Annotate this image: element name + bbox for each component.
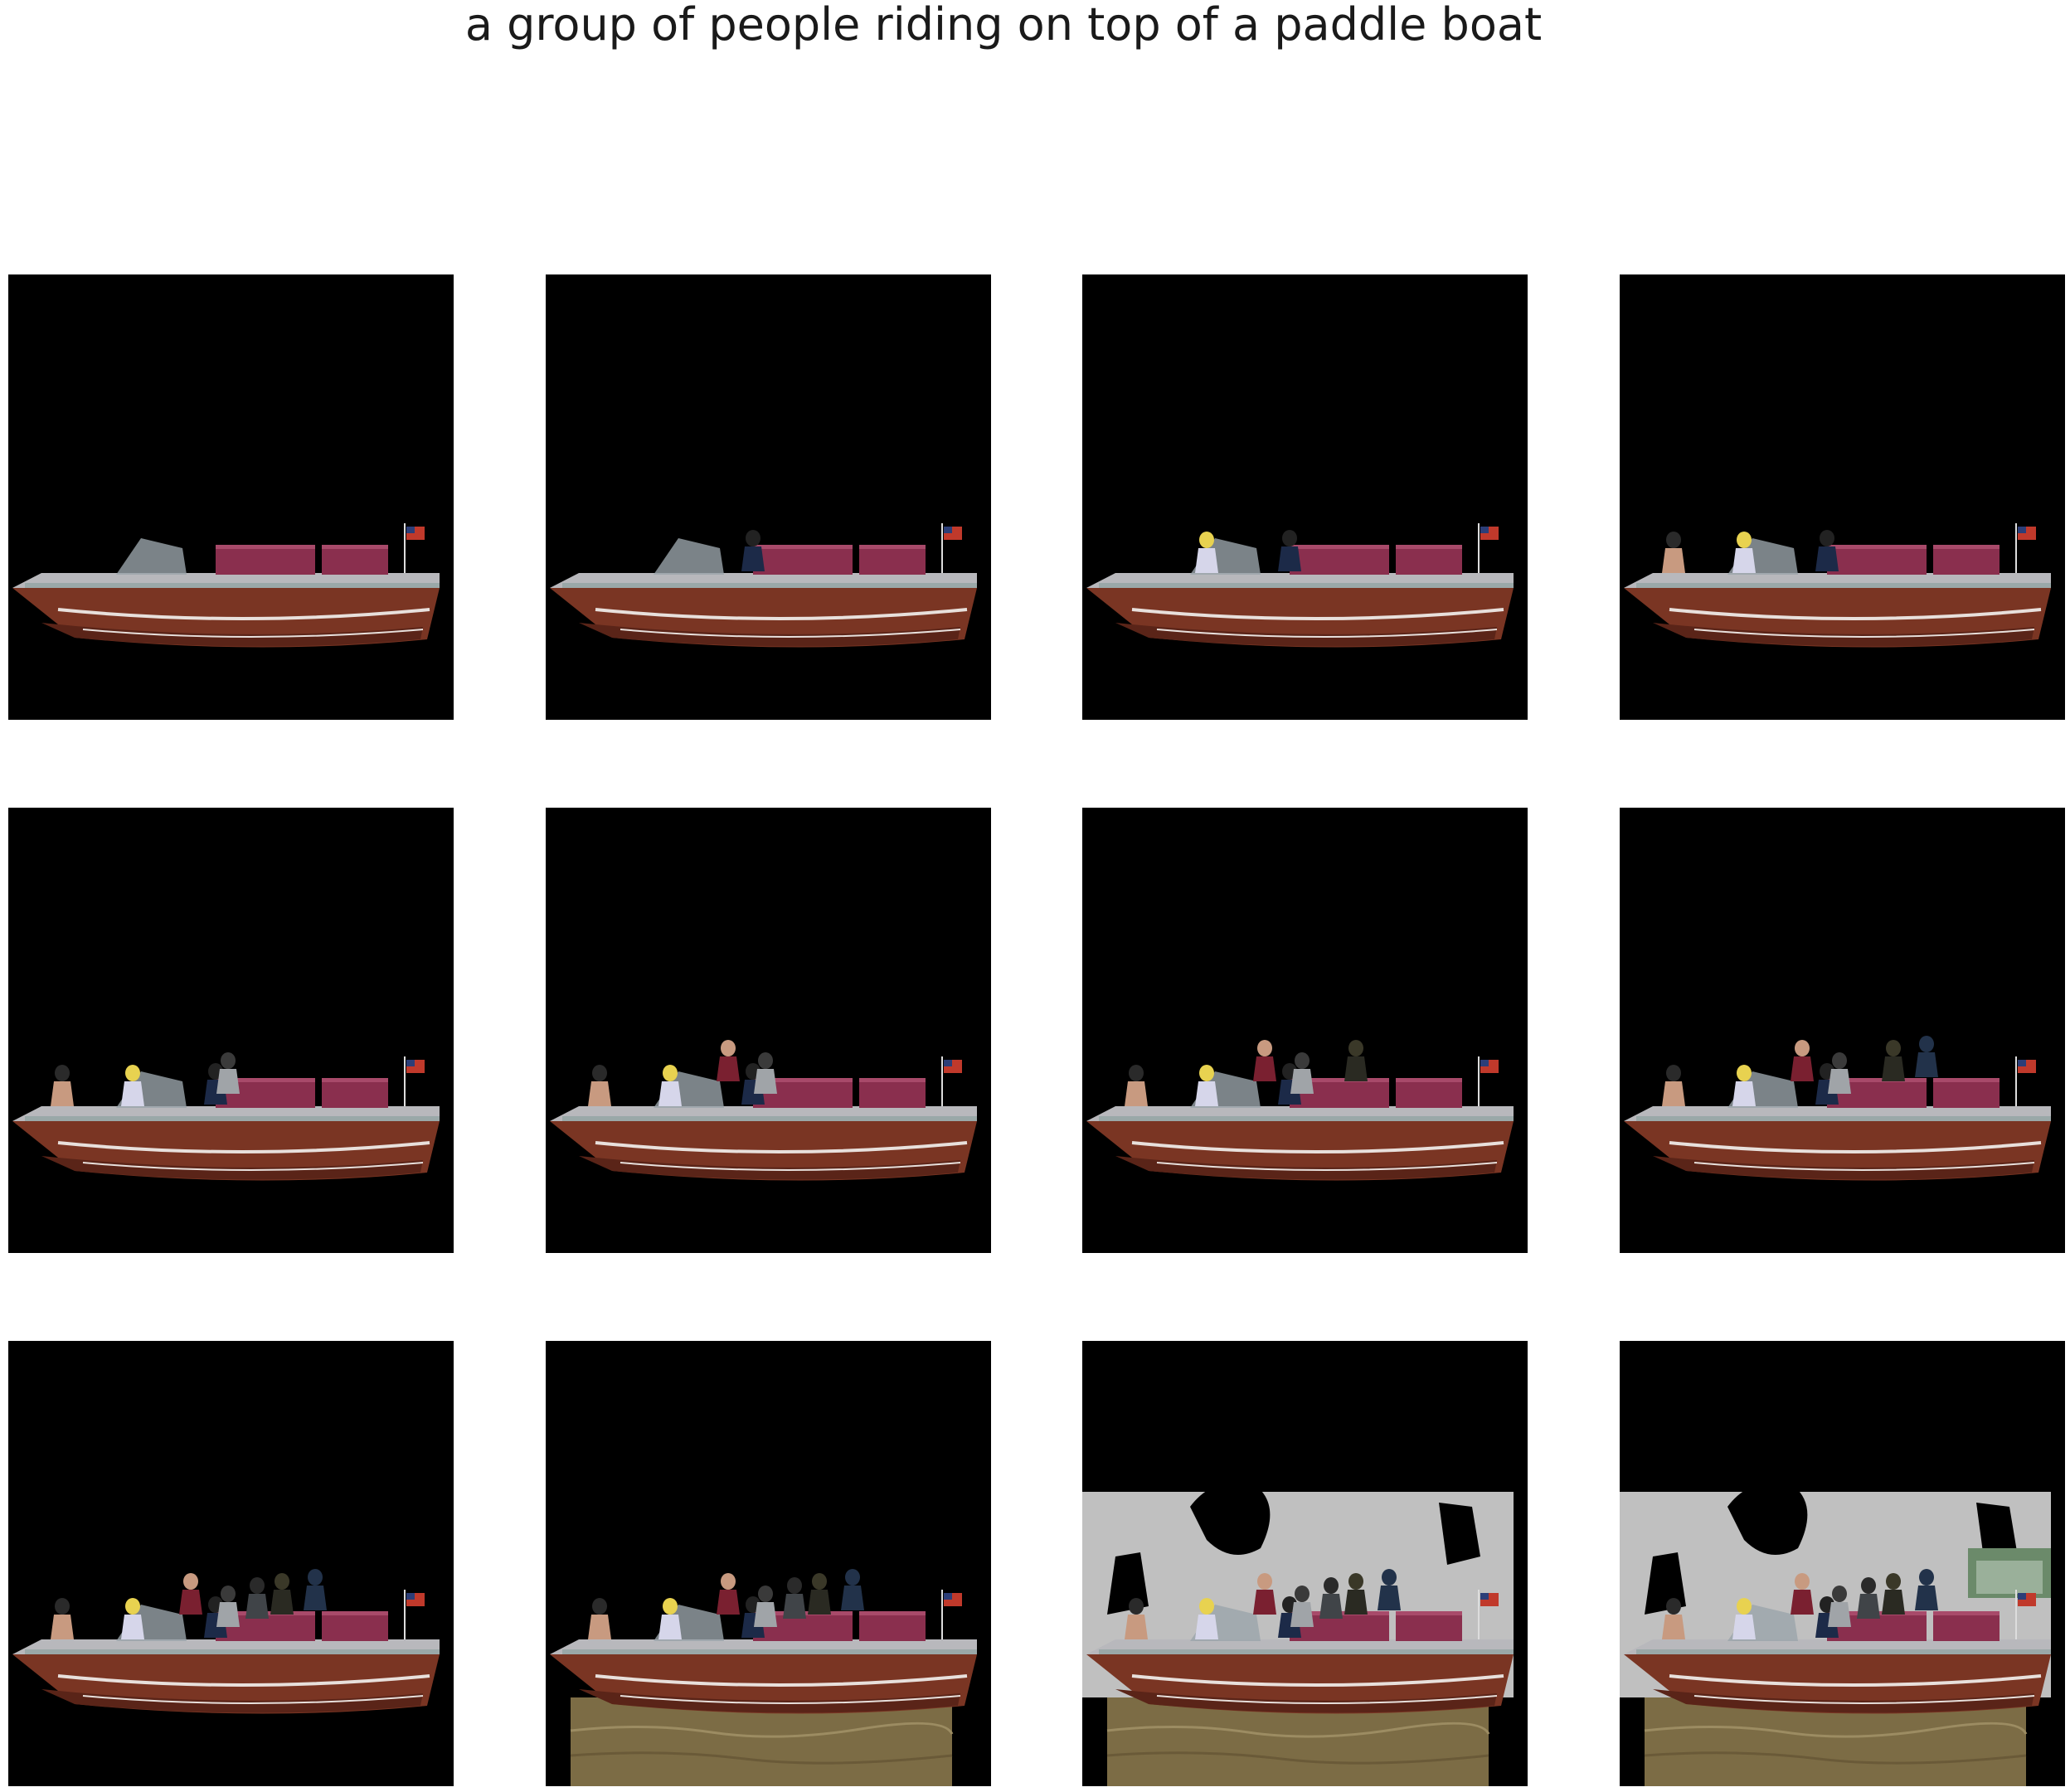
person-yellow-cap <box>1195 1598 1218 1639</box>
person-yellow-cap <box>1195 532 1218 573</box>
water <box>570 1697 954 1786</box>
boat <box>550 523 977 648</box>
panel-image <box>12 1052 440 1181</box>
person-yellow-cap <box>121 1598 144 1639</box>
person-blue-uniform <box>841 1569 864 1610</box>
panel-stage-4 <box>1620 274 2065 720</box>
person-dark-uniform <box>1882 1040 1905 1081</box>
trees <box>1968 1548 2051 1598</box>
person-helmet <box>1290 1052 1314 1094</box>
person-driver <box>1815 530 1839 571</box>
person-yellow-cap <box>1732 1598 1756 1639</box>
panel-stage-1 <box>8 274 454 720</box>
panel-stage-5 <box>8 808 454 1253</box>
person-maroon-shirt <box>1253 1040 1276 1081</box>
boat <box>1624 1056 2051 1181</box>
person-blue-uniform <box>1378 1569 1401 1610</box>
person-shirtless <box>588 1065 611 1106</box>
person-shirtless <box>51 1598 74 1639</box>
person-helmet <box>1828 1052 1851 1094</box>
person-dark-uniform <box>1344 1040 1368 1081</box>
panel-stage-7 <box>1082 808 1528 1253</box>
boat <box>1086 1056 1514 1181</box>
person-blue-uniform <box>1915 1569 1938 1610</box>
person-helmet <box>754 1052 777 1094</box>
panel-stage-2 <box>546 274 991 720</box>
boat <box>550 1056 977 1181</box>
person-shirtless <box>1662 1598 1685 1639</box>
person-yellow-cap <box>658 1598 682 1639</box>
panel-stage-3 <box>1082 274 1528 720</box>
person-yellow-cap <box>1195 1065 1218 1106</box>
person-shirtless <box>1125 1598 1148 1639</box>
person-yellow-cap <box>121 1065 144 1106</box>
person-driver <box>741 530 765 571</box>
panel-image <box>12 523 440 648</box>
person-maroon-shirt <box>1791 1040 1814 1081</box>
boat <box>12 523 440 648</box>
person-helmet <box>1290 1586 1314 1627</box>
panel-image <box>1624 1036 2051 1181</box>
panel-stage-9 <box>8 1341 454 1786</box>
person-dark-uniform <box>1882 1573 1905 1615</box>
person-maroon-shirt <box>179 1573 202 1615</box>
panel-stage-8 <box>1620 808 2065 1253</box>
person-driver <box>1278 530 1301 571</box>
person-shirtless <box>1662 1065 1685 1106</box>
person-blue-uniform <box>304 1569 327 1610</box>
person-helmet <box>216 1586 240 1627</box>
person-blue-uniform <box>1915 1036 1938 1077</box>
person-extra <box>245 1577 269 1619</box>
figure-title-area: a group of people riding on top of a pad… <box>465 0 1542 51</box>
person-maroon-shirt <box>717 1573 740 1615</box>
panel-image <box>550 1040 977 1181</box>
panel-stage-11 <box>1082 1341 1528 1786</box>
person-dark-uniform <box>1344 1573 1368 1615</box>
person-shirtless <box>51 1065 74 1106</box>
person-helmet <box>1828 1586 1851 1627</box>
person-shirtless <box>588 1598 611 1639</box>
person-dark-uniform <box>270 1573 294 1615</box>
person-shirtless <box>1662 532 1685 573</box>
person-shirtless <box>1125 1065 1148 1106</box>
person-helmet <box>216 1052 240 1094</box>
panel-image <box>1082 1482 1514 1786</box>
panel-stage-12 <box>1620 1341 2065 1786</box>
boat <box>1086 523 1514 648</box>
person-yellow-cap <box>658 1065 682 1106</box>
person-dark-uniform <box>808 1573 831 1615</box>
boat <box>1624 523 2051 648</box>
panel-image <box>1624 523 2051 648</box>
person-extra <box>1857 1577 1880 1619</box>
person-yellow-cap <box>1732 1065 1756 1106</box>
panel-image <box>1086 1040 1514 1181</box>
person-extra <box>783 1577 806 1619</box>
panel-image <box>550 523 977 648</box>
panel-image <box>1620 1482 2051 1786</box>
panel-image <box>1086 523 1514 648</box>
person-extra <box>1319 1577 1343 1619</box>
person-maroon-shirt <box>1791 1573 1814 1615</box>
boat <box>12 1056 440 1181</box>
panel-image <box>550 1569 977 1786</box>
panel-image <box>12 1569 440 1714</box>
person-yellow-cap <box>1732 532 1756 573</box>
person-helmet <box>754 1586 777 1627</box>
boat <box>1624 1590 2051 1714</box>
person-maroon-shirt <box>717 1040 740 1081</box>
panel-stage-6 <box>546 808 991 1253</box>
figure-title: a group of people riding on top of a pad… <box>465 0 1542 51</box>
panel-stage-10 <box>546 1341 991 1786</box>
person-maroon-shirt <box>1253 1573 1276 1615</box>
